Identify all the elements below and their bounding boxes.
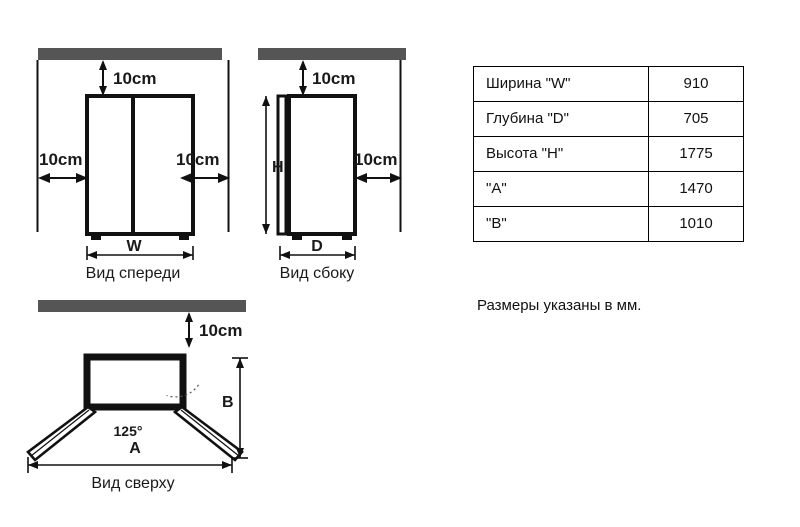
side-right-clearance-arrow — [355, 173, 402, 183]
spec-value: 910 — [648, 66, 744, 102]
side-view-diagram: 10cm H 10cm D Вид сбок — [258, 48, 406, 282]
spec-value: 705 — [648, 101, 744, 137]
units-note: Размеры указаны в мм. — [477, 297, 642, 314]
spec-table-body: Ширина "W" 910 Глубина "D" 705 Высота "H… — [473, 66, 744, 242]
top-width-label: A — [129, 440, 141, 457]
fridge-body-side — [287, 94, 357, 236]
wall-bar-top — [38, 48, 222, 60]
wall-bar-top — [258, 48, 406, 60]
top-clearance-arrow — [99, 60, 107, 96]
spec-value: 1010 — [648, 206, 744, 242]
top-clearance-arrow — [299, 60, 307, 96]
table-row: Ширина "W" 910 — [473, 66, 744, 102]
top-view-diagram: 10cm 125° B A — [26, 300, 248, 492]
top-width-dimension-arrow — [27, 457, 233, 473]
side-top-clearance-label: 10cm — [312, 69, 355, 88]
fridge-foot-back — [342, 234, 352, 240]
open-door-left — [26, 405, 98, 462]
front-width-label: W — [126, 238, 142, 255]
spec-param: Высота "H" — [473, 136, 649, 172]
front-width-dimension-arrow — [86, 246, 194, 260]
front-view-diagram: 10cm 10cm 10cm W Вид сперед — [36, 48, 230, 282]
front-top-clearance-label: 10cm — [113, 69, 156, 88]
top-depth-label: B — [222, 394, 234, 411]
spec-param: Ширина "W" — [473, 66, 649, 102]
fridge-foot-left — [91, 234, 101, 240]
side-depth-label: D — [311, 238, 323, 255]
specifications-table: Ширина "W" 910 Глубина "D" 705 Высота "H… — [473, 66, 744, 242]
table-row: Высота "H" 1775 — [473, 136, 744, 172]
side-right-clearance-label: 10cm — [354, 150, 397, 169]
table-row: "A" 1470 — [473, 171, 744, 207]
front-right-clearance-arrow — [180, 173, 230, 183]
spec-param: "B" — [473, 206, 649, 242]
top-clearance-arrow — [185, 312, 193, 348]
fridge-foot-front — [292, 234, 302, 240]
front-left-clearance-arrow — [38, 173, 88, 183]
spec-param: "A" — [473, 171, 649, 207]
spec-value: 1775 — [648, 136, 744, 172]
spec-value: 1470 — [648, 171, 744, 207]
wall-bar-top — [38, 300, 246, 312]
table-row: "B" 1010 — [473, 206, 744, 242]
door-angle-label: 125° — [114, 423, 143, 439]
side-height-dimension-arrow — [262, 96, 270, 234]
top-view-caption: Вид сверху — [91, 475, 174, 492]
front-left-clearance-label: 10cm — [39, 150, 82, 169]
top-depth-dimension-arrow — [232, 357, 248, 459]
side-height-label: H — [272, 159, 284, 176]
open-door-right — [172, 405, 244, 462]
side-view-caption: Вид сбоку — [280, 265, 355, 282]
fridge-cabinet-top — [83, 353, 187, 411]
table-row: Глубина "D" 705 — [473, 101, 744, 137]
side-depth-dimension-arrow — [279, 246, 356, 260]
fridge-door-strip-side — [276, 94, 288, 236]
front-view-caption: Вид спереди — [86, 265, 181, 282]
spec-param: Глубина "D" — [473, 101, 649, 137]
top-clearance-label: 10cm — [199, 321, 242, 340]
fridge-foot-right — [179, 234, 189, 240]
fridge-body-front — [85, 94, 195, 236]
front-right-clearance-label: 10cm — [176, 150, 219, 169]
